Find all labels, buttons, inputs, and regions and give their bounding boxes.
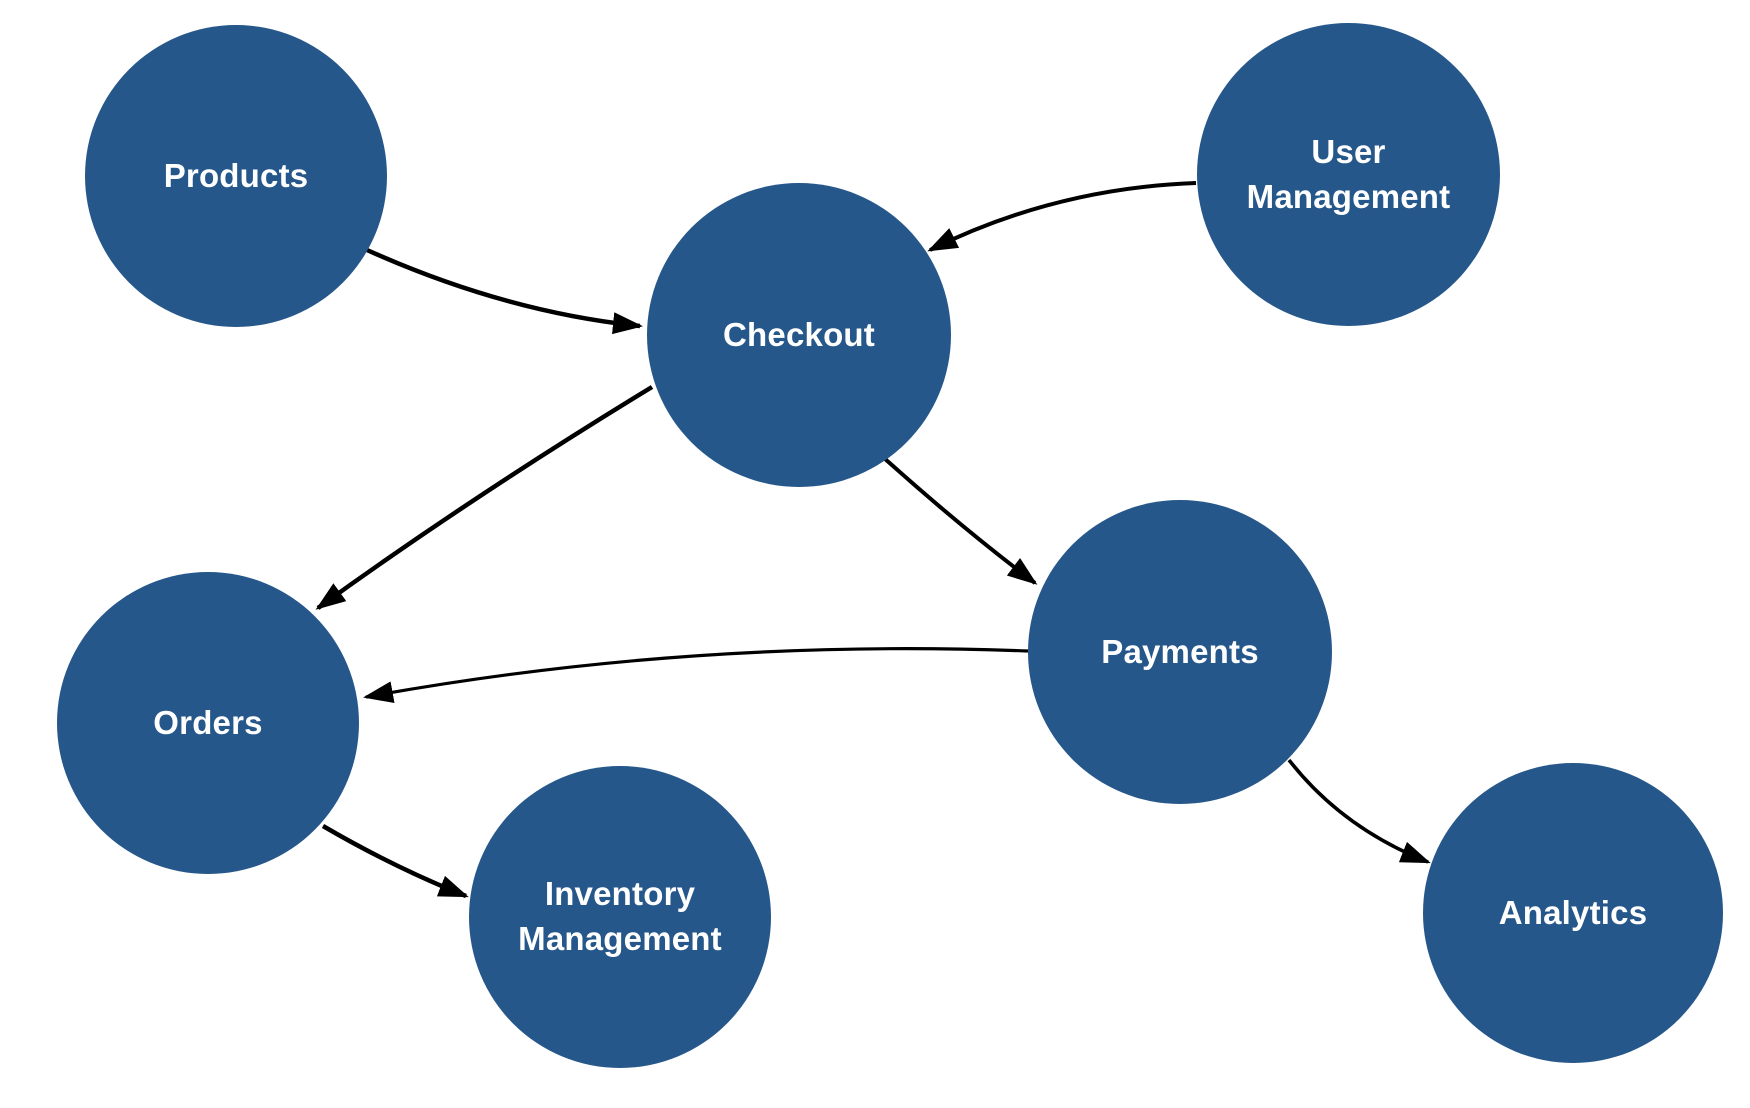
node-label: Products — [163, 156, 309, 194]
node-analytics[interactable]: Analytics — [1423, 763, 1723, 1063]
node-orders[interactable]: Orders — [57, 572, 359, 874]
edge-products-to-checkout — [366, 247, 643, 335]
node-label: Inventory Management — [518, 875, 722, 957]
node-inventory-management[interactable]: Inventory Management — [469, 766, 771, 1068]
node-label: Payments — [1101, 632, 1259, 670]
edge-checkout-to-orders — [315, 385, 654, 610]
edge-orders-to-inventory-management — [321, 824, 469, 899]
edge-checkout-to-payments — [882, 456, 1038, 585]
edge-payments-to-analytics — [1287, 758, 1431, 864]
node-user-management[interactable]: User Management — [1197, 23, 1500, 326]
node-payments[interactable]: Payments — [1028, 500, 1332, 804]
node-label: Analytics — [1498, 893, 1648, 931]
node-products[interactable]: Products — [85, 25, 387, 327]
node-checkout[interactable]: Checkout — [647, 183, 951, 487]
node-label: User Management — [1246, 132, 1451, 215]
edge-payments-to-orders — [363, 647, 1029, 703]
node-label: Checkout — [723, 315, 875, 353]
edge-user-management-to-checkout — [927, 181, 1197, 252]
node-label: Orders — [153, 703, 263, 741]
